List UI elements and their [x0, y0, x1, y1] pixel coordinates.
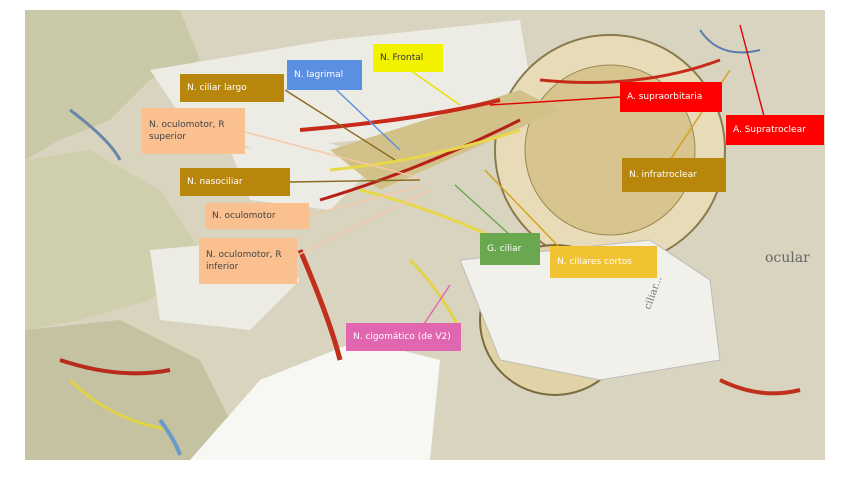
paper-bottom [190, 340, 440, 460]
artery-5 [59, 358, 171, 376]
artery-2 [319, 118, 521, 202]
label-n-oculomotor: N. oculomotor [205, 203, 309, 229]
brain-tissue [25, 10, 200, 160]
label-n-infratroclear: N. infratroclear [622, 158, 726, 192]
leader-lines [244, 24, 766, 331]
orbit-muscle [330, 90, 560, 190]
line-oculomotor-sup [244, 131, 421, 179]
label-text: A. Supratroclear [733, 125, 806, 135]
label-n-lagrimal: N. lagrimal [287, 60, 362, 90]
label-a-supratroclear: A. Supratroclear [726, 115, 824, 145]
label-n-oculomotor-r-superior: N. oculomotor, R superior [142, 108, 245, 154]
label-n-oculomotor-r-inferior: N. oculomotor, R inferior [199, 238, 297, 284]
label-text: N. nasociliar [187, 177, 243, 187]
label-text: N. oculomotor, R inferior [206, 250, 282, 272]
line-frontal [409, 69, 461, 106]
label-text: N. ciliar largo [187, 83, 247, 93]
label-text: N. cigomático (de V2) [353, 332, 451, 342]
handwriting-ocular: ocular [765, 250, 810, 266]
label-text: N. lagrimal [294, 70, 344, 80]
artery-3 [539, 58, 721, 84]
label-text: N. oculomotor, R superior [149, 120, 225, 142]
label-n-ciliares-cortos: N. ciliares cortos [550, 246, 657, 278]
cerebellum-region [25, 320, 230, 460]
line-supraorbitaria [489, 96, 621, 106]
line-ciliares-cortos [484, 169, 561, 249]
line-cigomatico [419, 284, 451, 331]
line-ciliar-largo [284, 89, 396, 161]
label-text: N. infratroclear [629, 170, 697, 180]
label-text: A. supraorbitaria [627, 92, 703, 102]
line-lagrimal [325, 79, 401, 151]
label-g-ciliar: G. ciliar [480, 233, 540, 265]
vein-1 [69, 108, 122, 161]
artery-1 [299, 98, 501, 132]
label-text: G. ciliar [487, 244, 522, 254]
label-n-frontal: N. Frontal [373, 44, 443, 72]
vein-3 [699, 29, 761, 54]
label-text: N. Frontal [380, 53, 424, 63]
line-supratroclear [739, 24, 766, 121]
line-oculomotor-inf [297, 189, 431, 256]
label-text: N. ciliares cortos [557, 257, 632, 267]
nerve-3 [408, 258, 462, 331]
line-g-ciliar [454, 184, 511, 236]
artery-4 [297, 249, 343, 361]
vein-2 [158, 418, 182, 456]
nerve-4 [68, 378, 171, 432]
label-n-nasociliar: N. nasociliar [180, 168, 290, 196]
label-n-ciliar-largo: N. ciliar largo [180, 74, 284, 102]
label-text: N. oculomotor [212, 211, 276, 221]
label-a-supraorbitaria: A. supraorbitaria [620, 82, 722, 112]
line-oculomotor [309, 184, 426, 216]
line-nasociliar [289, 179, 421, 183]
artery-6 [719, 378, 801, 396]
nerve-1 [329, 128, 521, 172]
label-n-cigomatico: N. cigomático (de V2) [346, 323, 461, 351]
